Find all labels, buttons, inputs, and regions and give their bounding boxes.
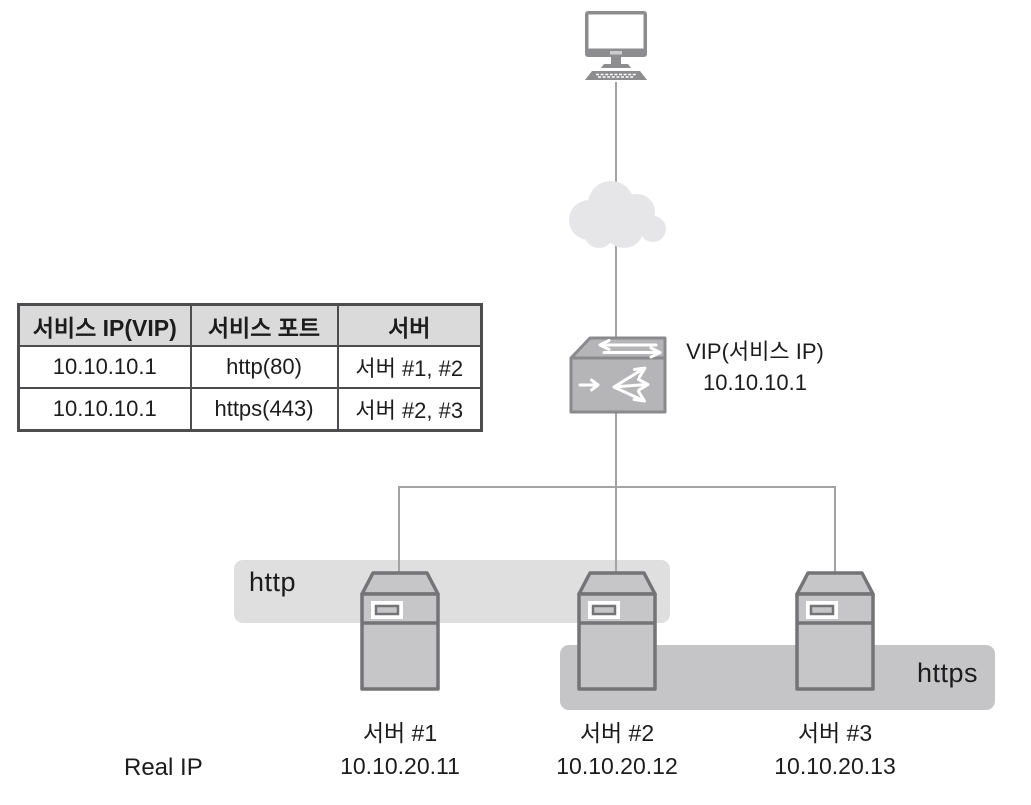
link-drop-server2	[615, 486, 617, 577]
server1-label: 서버 #1 10.10.20.11	[300, 717, 500, 783]
vip-label: VIP(서비스 IP) 10.10.10.1	[655, 336, 855, 398]
server-tower-icon	[576, 570, 658, 692]
table-row: 10.10.10.1 http(80) 서버 #1, #2	[17, 345, 483, 389]
server-tower-icon	[794, 570, 876, 692]
https-zone-label: https	[916, 658, 978, 688]
table-header-row: 서비스 IP(VIP) 서비스 포트 서버	[17, 303, 483, 347]
table-header-service-port: 서비스 포트	[189, 303, 339, 347]
vip-mapping-table: 서비스 IP(VIP) 서비스 포트 서버 10.10.10.1 http(80…	[17, 303, 483, 432]
table-cell-servers: 서버 #1, #2	[336, 345, 483, 389]
l4-switch-icon	[568, 335, 668, 415]
table-cell-vip: 10.10.10.1	[17, 387, 192, 432]
server3-name: 서버 #3	[797, 720, 873, 746]
desktop-computer-icon	[584, 10, 648, 80]
table-header-service-ip: 서비스 IP(VIP)	[17, 303, 192, 347]
vip-label-title: VIP(서비스 IP)	[686, 339, 824, 364]
server2-ip: 10.10.20.12	[556, 753, 678, 779]
table-cell-servers: 서버 #2, #3	[336, 387, 483, 432]
link-drop-server1	[398, 486, 400, 577]
http-zone-label: http	[249, 567, 297, 597]
server3-label: 서버 #3 10.10.20.13	[735, 717, 935, 783]
server-tower-icon	[359, 570, 441, 692]
link-bus-horizontal	[398, 486, 836, 488]
server1-ip: 10.10.20.11	[340, 753, 460, 779]
table-cell-port: https(443)	[189, 387, 339, 432]
cloud-icon	[561, 172, 671, 252]
table-cell-vip: 10.10.10.1	[17, 345, 192, 389]
server2-name: 서버 #2	[579, 720, 655, 746]
table-row: 10.10.10.1 https(443) 서버 #2, #3	[17, 387, 483, 432]
server2-label: 서버 #2 10.10.20.12	[517, 717, 717, 783]
server3-ip: 10.10.20.13	[774, 753, 896, 779]
table-header-server: 서버	[336, 303, 483, 347]
link-client-to-bus	[615, 82, 617, 487]
real-ip-label: Real IP	[124, 754, 203, 781]
vip-label-ip: 10.10.10.1	[703, 370, 807, 395]
link-drop-server3	[834, 486, 836, 577]
server1-name: 서버 #1	[362, 720, 438, 746]
table-cell-port: http(80)	[189, 345, 339, 389]
